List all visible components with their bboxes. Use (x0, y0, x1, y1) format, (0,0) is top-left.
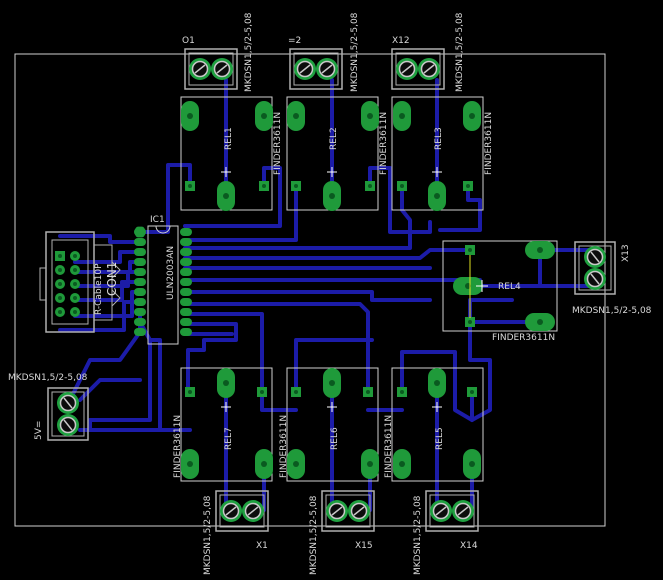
relay-rel2[interactable]: REL2 FINDER3611N (286, 96, 389, 211)
con1[interactable]: R-Cable10P CON1 (39, 231, 121, 333)
terminal-x13-value: MKDSN1,5/2-5,08 (572, 306, 652, 316)
relay-rel7-value: FINDER3611N (173, 415, 183, 478)
terminal-5v-value: MKDSN1,5/2-5,08 (8, 373, 88, 383)
relay-rel6-label: REL6 (330, 427, 340, 450)
terminal-x1-value: MKDSN1,5/2-5,08 (203, 495, 213, 575)
relay-rel1-value: FINDER3611N (273, 112, 283, 175)
terminal-5v-label: 5V= (34, 421, 44, 440)
terminal-2-label: =2 (288, 36, 301, 46)
con1-label: CON1 (105, 262, 119, 296)
terminal-x12-label: X12 (392, 36, 410, 46)
relay-rel6-value: FINDER3611N (279, 415, 289, 478)
relay-rel3[interactable]: REL3 FINDER3611N (391, 96, 494, 211)
terminal-x15[interactable]: X15 MKDSN1,5/2-5,08 (309, 490, 375, 575)
terminal-o1[interactable]: O1 MKDSN1,5/2-5,08 (182, 12, 254, 92)
ic1[interactable]: IC1 ULN2003AN (134, 215, 179, 345)
relay-rel2-value: FINDER3611N (379, 112, 389, 175)
terminal-2[interactable]: =2 MKDSN1,5/2-5,08 (288, 12, 360, 92)
con1-value: R-Cable10P (94, 263, 104, 315)
relay-rel6[interactable]: REL6 FINDER3611N (279, 367, 379, 482)
terminal-x14-value: MKDSN1,5/2-5,08 (413, 495, 423, 575)
terminal-x13-label: X13 (621, 244, 631, 262)
relay-rel5-label: REL5 (435, 427, 445, 450)
terminal-x14-label: X14 (460, 541, 478, 551)
relay-rel7-label: REL7 (224, 427, 234, 450)
relay-rel1-label: REL1 (224, 127, 234, 150)
ic1-pads (134, 228, 192, 336)
relay-rel5[interactable]: REL5 FINDER3611N (384, 367, 484, 482)
terminal-2-value: MKDSN1,5/2-5,08 (350, 12, 360, 92)
relay-rel7[interactable]: REL7 FINDER3611N (173, 367, 273, 482)
terminal-x1-label: X1 (256, 541, 268, 551)
terminal-x12[interactable]: X12 MKDSN1,5/2-5,08 (391, 12, 465, 92)
terminal-x15-value: MKDSN1,5/2-5,08 (309, 495, 319, 575)
ic1-label: IC1 (150, 215, 165, 225)
ic1-value: ULN2003AN (166, 246, 176, 300)
terminal-5v[interactable]: MKDSN1,5/2-5,08 5V= (8, 373, 89, 441)
relay-rel3-label: REL3 (434, 127, 444, 150)
terminal-o1-value: MKDSN1,5/2-5,08 (244, 12, 254, 92)
terminal-o1-label: O1 (182, 36, 195, 46)
terminal-x1[interactable]: X1 MKDSN1,5/2-5,08 (203, 490, 269, 575)
relay-rel4-label: REL4 (498, 282, 521, 292)
relay-rel4-value: FINDER3611N (492, 333, 555, 343)
relay-rel5-value: FINDER3611N (384, 415, 394, 478)
relay-rel1[interactable]: REL1 FINDER3611N (180, 96, 283, 211)
terminal-x12-value: MKDSN1,5/2-5,08 (455, 12, 465, 92)
relay-rel2-label: REL2 (329, 127, 339, 150)
terminal-x15-label: X15 (355, 541, 373, 551)
relay-rel3-value: FINDER3611N (484, 112, 494, 175)
terminal-x14[interactable]: X14 MKDSN1,5/2-5,08 (413, 490, 479, 575)
relay-rel4[interactable]: REL4 FINDER3611N (442, 240, 558, 343)
terminal-x13[interactable]: X13 MKDSN1,5/2-5,08 (572, 241, 652, 316)
